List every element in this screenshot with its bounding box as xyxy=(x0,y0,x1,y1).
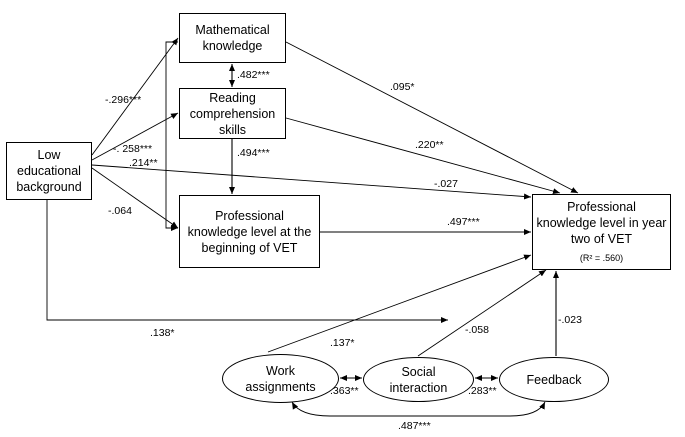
node-start-line-1: Professional xyxy=(215,208,284,223)
coef-social-feedback: .283** xyxy=(468,385,497,397)
arrow-work-feedback xyxy=(291,401,546,417)
node-year2-r-squared: (R² = .560) xyxy=(579,252,624,263)
node-year2-line-1: Professional xyxy=(567,199,636,214)
coef-feedback-year2: -.023 xyxy=(558,314,582,326)
node-social-line-1: Social xyxy=(401,364,436,379)
coef-bypass: .214** xyxy=(129,157,158,169)
node-social-line-2: interaction xyxy=(389,380,448,395)
node-low-line-3: background xyxy=(16,180,82,194)
node-social-interaction: Social interaction xyxy=(363,357,474,402)
coef-work-social: .363** xyxy=(330,385,359,397)
node-reading-comprehension: Reading comprehension skills xyxy=(179,88,286,139)
coef-work-year2: .137* xyxy=(330,337,355,349)
arrow-low-to-math xyxy=(91,37,179,156)
node-low-educational-background: Low educational background xyxy=(6,142,92,200)
coef-low-start: -.064 xyxy=(108,205,132,217)
coef-start-year2: .497*** xyxy=(447,216,480,228)
coef-low-math: -.296*** xyxy=(105,94,142,106)
coef-low-work: .138* xyxy=(150,327,175,339)
coef-math-year2: .095* xyxy=(390,81,415,93)
coef-reading-start: .494*** xyxy=(237,147,270,159)
arrow-work-to-year2 xyxy=(267,254,532,353)
arrow-low-to-start xyxy=(91,167,179,229)
arrow-low-to-reading xyxy=(91,112,179,161)
node-start-line-2: knowledge level at the xyxy=(187,224,312,239)
arrow-reading-to-year2 xyxy=(285,117,561,195)
node-math-line-2: knowledge xyxy=(202,39,263,53)
coef-social-year2: -.058 xyxy=(465,324,489,336)
node-professional-knowledge-year2: Professional knowledge level in year two… xyxy=(532,194,671,270)
node-year2-line-2: knowledge level in year xyxy=(536,215,667,230)
node-math-line-1: Mathematical xyxy=(195,23,270,37)
node-low-line-1: Low xyxy=(37,148,61,162)
node-reading-line-1: Reading xyxy=(209,90,256,105)
node-work-assignments: Work assignments xyxy=(222,354,339,403)
node-reading-line-2: comprehension xyxy=(189,106,276,121)
node-year2-line-3: two of VET xyxy=(570,231,633,246)
node-feedback: Feedback xyxy=(499,357,609,402)
node-feedback-label: Feedback xyxy=(526,372,582,387)
coef-reading-year2: .220** xyxy=(415,139,444,151)
coef-low-year2: -.027 xyxy=(434,178,458,190)
arrow-math-to-year2 xyxy=(285,41,579,194)
arrow-low-to-work-line xyxy=(46,200,448,323)
node-mathematical-knowledge: Mathematical knowledge xyxy=(179,13,286,63)
node-work-line-2: assignments xyxy=(245,379,316,394)
arrow-bypass-path xyxy=(165,41,178,231)
coef-math-reading: .482*** xyxy=(237,69,270,81)
node-low-line-2: educational xyxy=(17,164,81,178)
arrow-social-to-year2 xyxy=(417,269,547,357)
coef-low-reading: -. 258*** xyxy=(113,143,153,155)
node-work-line-1: Work xyxy=(266,363,295,378)
node-reading-line-3: skills xyxy=(218,122,247,137)
arrow-low-to-year2 xyxy=(91,164,532,200)
node-professional-knowledge-start: Professional knowledge level at the begi… xyxy=(179,195,320,268)
coef-work-feedback: .487*** xyxy=(398,420,431,432)
node-start-line-3: beginning of VET xyxy=(201,240,298,255)
